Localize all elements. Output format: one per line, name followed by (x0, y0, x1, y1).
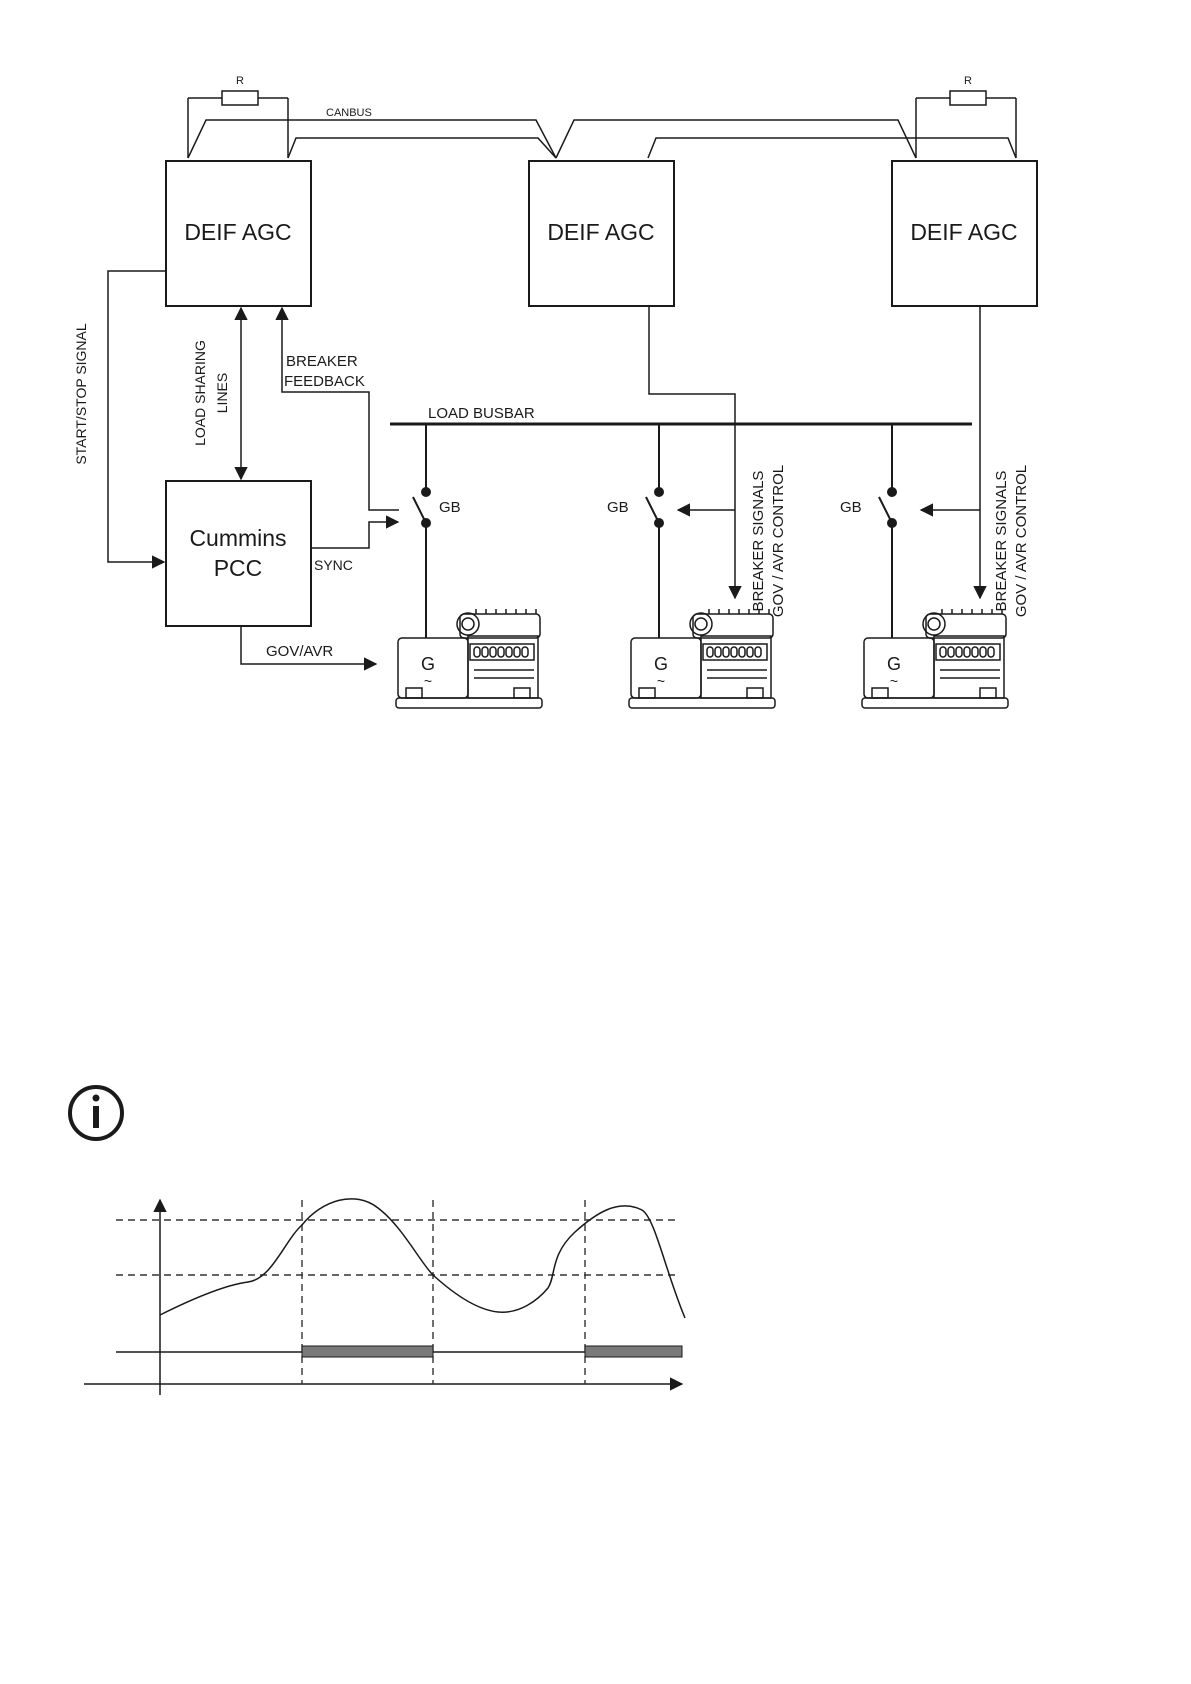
generator-symbol: G (421, 654, 435, 674)
generator-tilde: ~ (424, 673, 432, 689)
termination-resistor-left: R (188, 75, 288, 158)
termination-resistor-right: R (916, 75, 1016, 158)
breaker-feedback-line2: FEEDBACK (284, 373, 365, 390)
breaker-signals-line2: GOV / AVR CONTROL (1013, 465, 1030, 617)
deif-agc-controller-1: DEIF AGC (166, 161, 311, 306)
generator-tilde: ~ (890, 673, 898, 689)
timing-diagram (84, 1199, 685, 1395)
breaker-feedback-line1: BREAKER (286, 353, 358, 370)
generator-breaker-3: GB (840, 424, 897, 633)
load-sharing-line2: LINES (214, 373, 230, 413)
resistor-label: R (236, 75, 244, 87)
start-stop-signal: START/STOP SIGNAL (73, 271, 166, 562)
active-period-bar (302, 1346, 433, 1357)
resistor-label: R (964, 75, 972, 87)
deif-agc-controller-2: DEIF AGC (529, 161, 674, 306)
genset-icon: G ~ (862, 609, 1008, 708)
generator-symbol: G (887, 654, 901, 674)
generator-breaker-1: GB (413, 424, 461, 633)
cummins-pcc: Cummins PCC (166, 481, 311, 626)
pcc-label-line1: Cummins (189, 525, 286, 551)
deif-agc-controller-3: DEIF AGC (892, 161, 1037, 306)
breaker-signals-3: BREAKER SIGNALS GOV / AVR CONTROL (921, 306, 1030, 617)
sync-signal: SYNC (311, 522, 398, 573)
load-sharing-line1: LOAD SHARING (192, 340, 208, 446)
controller-label: DEIF AGC (910, 219, 1017, 245)
load-busbar-label: LOAD BUSBAR (428, 405, 535, 422)
gb-label: GB (439, 499, 461, 516)
generator-tilde: ~ (657, 673, 665, 689)
breaker-signals-line1: BREAKER SIGNALS (750, 471, 767, 612)
genset-icon: G ~ (396, 609, 542, 708)
breaker-signals-2: BREAKER SIGNALS GOV / AVR CONTROL (649, 306, 787, 617)
signal-curve (160, 1199, 685, 1318)
start-stop-label: START/STOP SIGNAL (73, 323, 89, 465)
load-sharing-lines: LOAD SHARING LINES (192, 308, 241, 479)
active-period-bar (585, 1346, 682, 1357)
info-circle-icon (70, 1087, 122, 1139)
sync-label: SYNC (314, 557, 353, 573)
controller-label: DEIF AGC (184, 219, 291, 245)
breaker-feedback: BREAKER FEEDBACK (282, 308, 399, 510)
breaker-signals-line1: BREAKER SIGNALS (993, 471, 1010, 612)
generator-symbol: G (654, 654, 668, 674)
gov-avr-signal: GOV/AVR (241, 626, 376, 664)
pcc-label-line2: PCC (214, 555, 263, 581)
canbus-label: CANBUS (326, 107, 372, 119)
generator-breaker-2: GB (607, 424, 664, 633)
gb-label: GB (840, 499, 862, 516)
genset-icon: G ~ (629, 609, 775, 708)
load-busbar: LOAD BUSBAR (390, 405, 972, 424)
gb-label: GB (607, 499, 629, 516)
gov-avr-label: GOV/AVR (266, 643, 333, 660)
controller-label: DEIF AGC (547, 219, 654, 245)
breaker-signals-line2: GOV / AVR CONTROL (770, 465, 787, 617)
canbus-line: CANBUS (188, 107, 1016, 158)
